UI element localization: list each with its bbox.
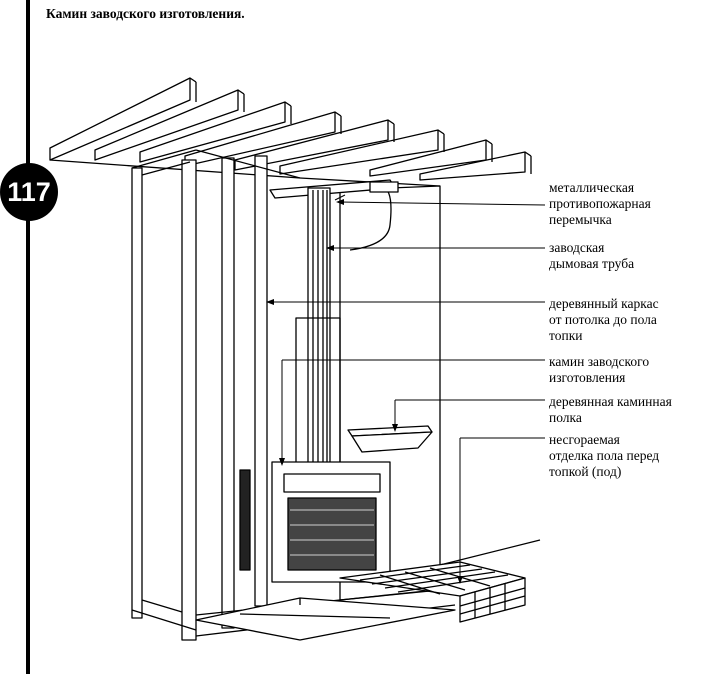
callout-frame: деревянный каркас от потолка до пола топ… <box>549 296 659 344</box>
callout-arrowheads <box>266 199 463 584</box>
fireplace-unit <box>239 461 391 583</box>
figure-number-badge: 117 <box>0 163 58 221</box>
callout-fireplace: камин заводского изготовления <box>549 354 649 386</box>
hearth <box>339 561 526 623</box>
callout-fireplace-line-1: камин заводского <box>549 354 650 369</box>
callout-firestop-line-2: противопожарная <box>549 196 651 211</box>
firestop <box>269 179 399 251</box>
callout-firestop-line-1: металлическая <box>549 180 635 195</box>
callout-mantel: деревянная каминная полка <box>549 394 672 426</box>
callout-firestop-line-3: перемычка <box>549 212 612 227</box>
left-margin-rule <box>26 0 30 674</box>
callout-chimney: заводская дымовая труба <box>549 240 634 272</box>
wood-frame <box>131 149 456 641</box>
callout-mantel-line-1: деревянная каминная <box>549 394 672 409</box>
callout-chimney-line-2: дымовая труба <box>549 256 635 271</box>
callout-hearth-line-2: отделка пола перед <box>549 448 660 463</box>
callout-frame-line-2: от потолка до пола <box>549 312 657 327</box>
callout-fireplace-line-2: изготовления <box>549 370 626 385</box>
callout-hearth-line-3: топкой (под) <box>549 464 622 479</box>
callout-leaders <box>270 194 546 580</box>
callout-chimney-line-1: заводская <box>549 240 605 255</box>
ceiling-joists <box>49 77 532 187</box>
callout-frame-line-1: деревянный каркас <box>549 296 659 311</box>
callout-frame-line-3: топки <box>549 328 583 343</box>
callout-firestop: металлическая противопожарная перемычка <box>549 180 651 228</box>
mantel-shelf <box>347 425 433 453</box>
chimney-pipe <box>295 187 341 469</box>
callout-hearth: несгораемая отделка пола перед топкой (п… <box>549 432 659 480</box>
callout-hearth-line-1: несгораемая <box>549 432 620 447</box>
figure-title: Камин заводского изготовления. <box>46 6 245 21</box>
callout-mantel-line-2: полка <box>549 410 582 425</box>
